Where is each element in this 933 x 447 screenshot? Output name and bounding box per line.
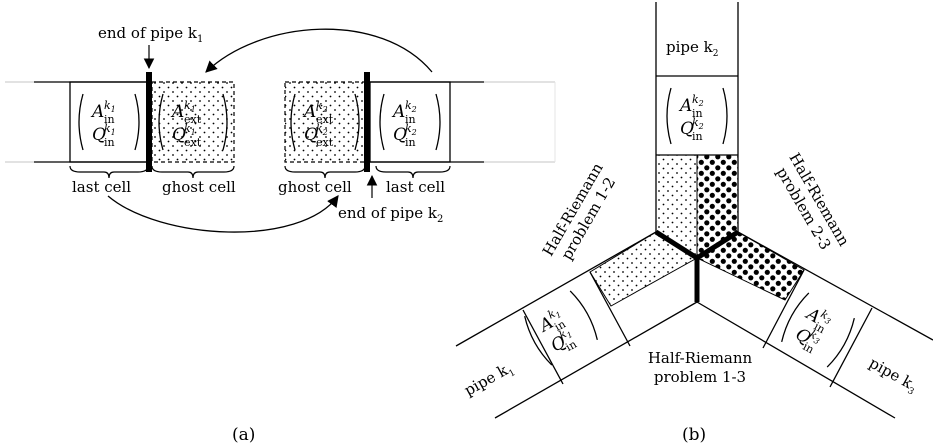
curved-arrow-k1-to-ghost-k2 — [107, 195, 339, 233]
pipe-k1-cell-outer — [522, 309, 564, 385]
svg-text:A: A — [678, 96, 692, 116]
label-last-cell-k1: last cell — [72, 178, 131, 196]
label-half-riemann-1-2: Half-Riemann problem 1-2 — [539, 160, 619, 263]
svg-text:Q: Q — [304, 125, 318, 145]
svg-text:k2: k2 — [692, 116, 704, 131]
label-half-riemann-2-3: Half-Riemann problem 2-3 — [773, 150, 853, 253]
label-half-riemann-1-3-line2: problem 1-3 — [654, 368, 746, 386]
svg-text:k2: k2 — [692, 93, 704, 108]
vector-cell-k3: A in k3 Q in k3 — [781, 292, 855, 368]
curved-arrow-k2-to-ghost-k1 — [205, 28, 433, 73]
svg-text:Q: Q — [393, 125, 407, 145]
brace-ghost-cell-k1 — [151, 165, 235, 179]
pipe-k1-cell-inner — [589, 271, 631, 347]
caption-b: (b) — [682, 425, 706, 445]
svg-text:k2: k2 — [316, 99, 328, 114]
ghost-cell-k1 — [151, 81, 235, 163]
brace-last-cell-k1 — [69, 165, 149, 179]
svg-text:A: A — [90, 102, 104, 122]
brace-ghost-cell-k2 — [284, 165, 366, 179]
pipe-k3-cell-outer — [829, 307, 873, 388]
svg-text:k2: k2 — [405, 99, 417, 114]
svg-text:in: in — [405, 113, 416, 126]
svg-text:in: in — [692, 107, 703, 120]
label-pipe-k3: pipe k3 — [865, 354, 921, 398]
pipe-k1-wall-bottom — [494, 301, 698, 419]
svg-text:Q: Q — [92, 125, 106, 145]
svg-text:A: A — [391, 102, 405, 122]
svg-text:ext: ext — [316, 113, 334, 126]
vector-ghost-k1: A ext k1 Q ext k1 — [158, 93, 228, 151]
caption-a: (a) — [232, 425, 255, 445]
pipe-k1-wall-top — [455, 231, 657, 347]
label-half-riemann-1-3-line1: Half-Riemann — [648, 349, 753, 367]
pipe-k3-wall-top — [737, 231, 933, 341]
vector-last-k2: A in k2 Q in k2 — [379, 93, 441, 151]
vector-ghost-k2: A ext k2 Q ext k2 — [290, 93, 360, 151]
brace-last-cell-k2 — [375, 165, 451, 179]
panel-a: A in k1 Q in k1 A ext k1 Q ext k1 A ext … — [5, 24, 556, 445]
svg-text:k1: k1 — [104, 122, 116, 137]
svg-text:Q: Q — [172, 125, 186, 145]
svg-text:k2: k2 — [405, 122, 417, 137]
svg-text:ext: ext — [184, 136, 202, 149]
label-end-of-pipe-k2: end of pipe k2 — [338, 204, 443, 225]
label-last-cell-k2: last cell — [386, 178, 445, 196]
svg-text:A: A — [302, 102, 316, 122]
panel-b: pipe k2 pipe k1 pipe k3 Half-Riemann pro… — [455, 2, 933, 445]
pipe-k2-end-bar — [364, 72, 370, 172]
svg-text:in: in — [104, 136, 115, 149]
svg-text:A: A — [170, 102, 184, 122]
svg-text:in: in — [104, 113, 115, 126]
svg-text:ext: ext — [184, 113, 202, 126]
label-pipe-k1: pipe k1 — [461, 358, 517, 402]
pipe-k1-end-bar — [146, 72, 152, 172]
svg-text:in: in — [405, 136, 416, 149]
vector-cell-k2: A in k2 Q in k2 — [666, 87, 728, 145]
label-pipe-k2: pipe k2 — [666, 38, 718, 59]
vector-last-k1: A in k1 Q in k1 — [78, 93, 140, 151]
svg-text:k2: k2 — [316, 122, 328, 137]
svg-text:ext: ext — [316, 136, 334, 149]
svg-text:k1: k1 — [184, 99, 196, 114]
svg-text:k1: k1 — [184, 122, 196, 137]
label-ghost-cell-k1: ghost cell — [162, 178, 236, 196]
pipe-k3-cell-inner — [762, 269, 805, 349]
svg-text:Q: Q — [680, 119, 694, 139]
svg-text:k1: k1 — [104, 99, 116, 114]
label-ghost-cell-k2: ghost cell — [278, 178, 352, 196]
label-end-of-pipe-k1: end of pipe k1 — [98, 24, 203, 45]
svg-text:in: in — [692, 130, 703, 143]
pipe-k3-wall-bottom — [696, 301, 896, 419]
